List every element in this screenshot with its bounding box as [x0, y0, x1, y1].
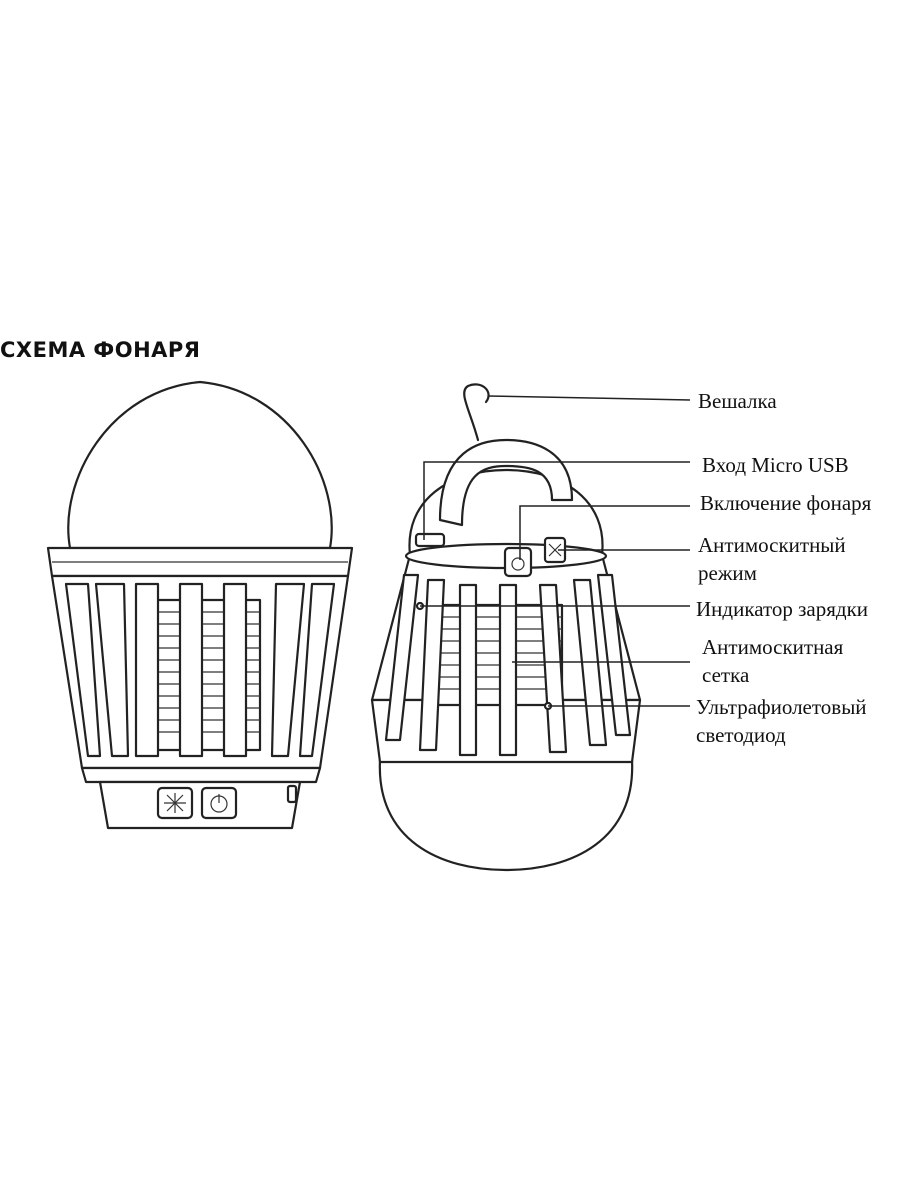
left-base [98, 780, 302, 830]
right-bug-icon [548, 543, 562, 557]
usb-port [414, 532, 446, 548]
label-mosquito-mode-line1: Антимоскитный [698, 533, 846, 557]
label-mosquito-mode-line2: режим [698, 561, 757, 585]
label-mesh-line2: сетка [702, 663, 750, 687]
label-uv-led-line1: Ультрафиолетовый [696, 695, 867, 719]
label-power: Включение фонаря [700, 491, 872, 515]
label-micro-usb: Вход Micro USB [702, 453, 849, 477]
label-hanger: Вешалка [698, 389, 777, 413]
bug-icon [164, 793, 186, 813]
left-lantern [46, 380, 354, 830]
right-lantern [370, 383, 642, 872]
hanger-hook [463, 383, 490, 442]
leader-lines [420, 395, 691, 707]
right-bulb [378, 758, 634, 872]
left-dome [67, 380, 333, 550]
side-port [286, 784, 298, 804]
diagram-title: СХЕМА ФОНАРЯ [0, 338, 201, 362]
left-base-ring [80, 766, 322, 784]
label-charge-indicator: Индикатор зарядки [696, 597, 869, 621]
right-mesh-lines [432, 616, 562, 690]
right-power-button [503, 546, 533, 578]
label-mesh-line1: Антимоскитная [702, 635, 844, 659]
label-uv-led-line2: светодиод [696, 723, 786, 747]
left-cage-bars [64, 582, 336, 758]
right-power-icon [511, 557, 525, 571]
